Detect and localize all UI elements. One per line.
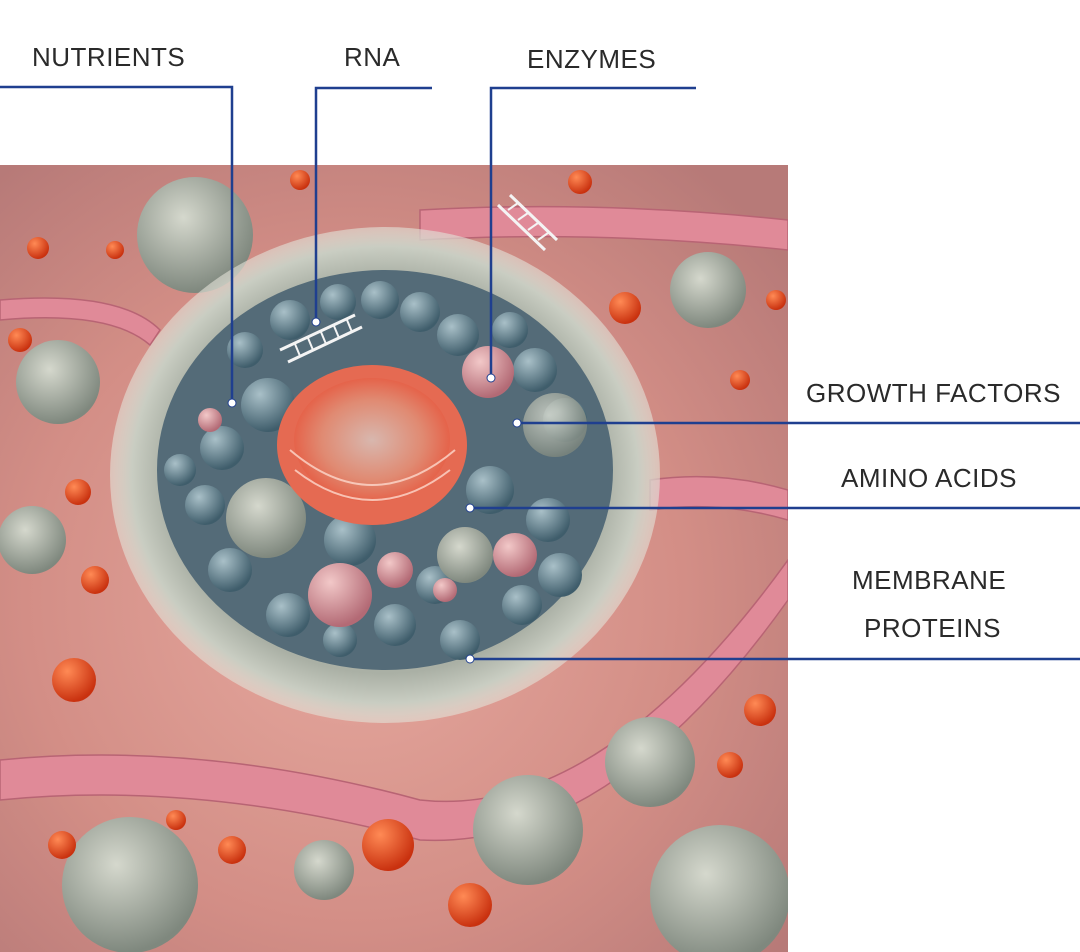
label-nutrients: NUTRIENTS <box>32 42 185 73</box>
label-membrane-proteins-line2: PROTEINS <box>864 613 1001 644</box>
tissue-scene <box>0 165 790 952</box>
label-enzymes: ENZYMES <box>527 44 656 75</box>
label-growth-factors: GROWTH FACTORS <box>806 378 1061 409</box>
nucleus <box>277 365 467 525</box>
label-membrane-proteins-line1: MEMBRANE <box>852 565 1006 596</box>
label-rna: RNA <box>344 42 400 73</box>
label-amino-acids: AMINO ACIDS <box>841 463 1017 494</box>
